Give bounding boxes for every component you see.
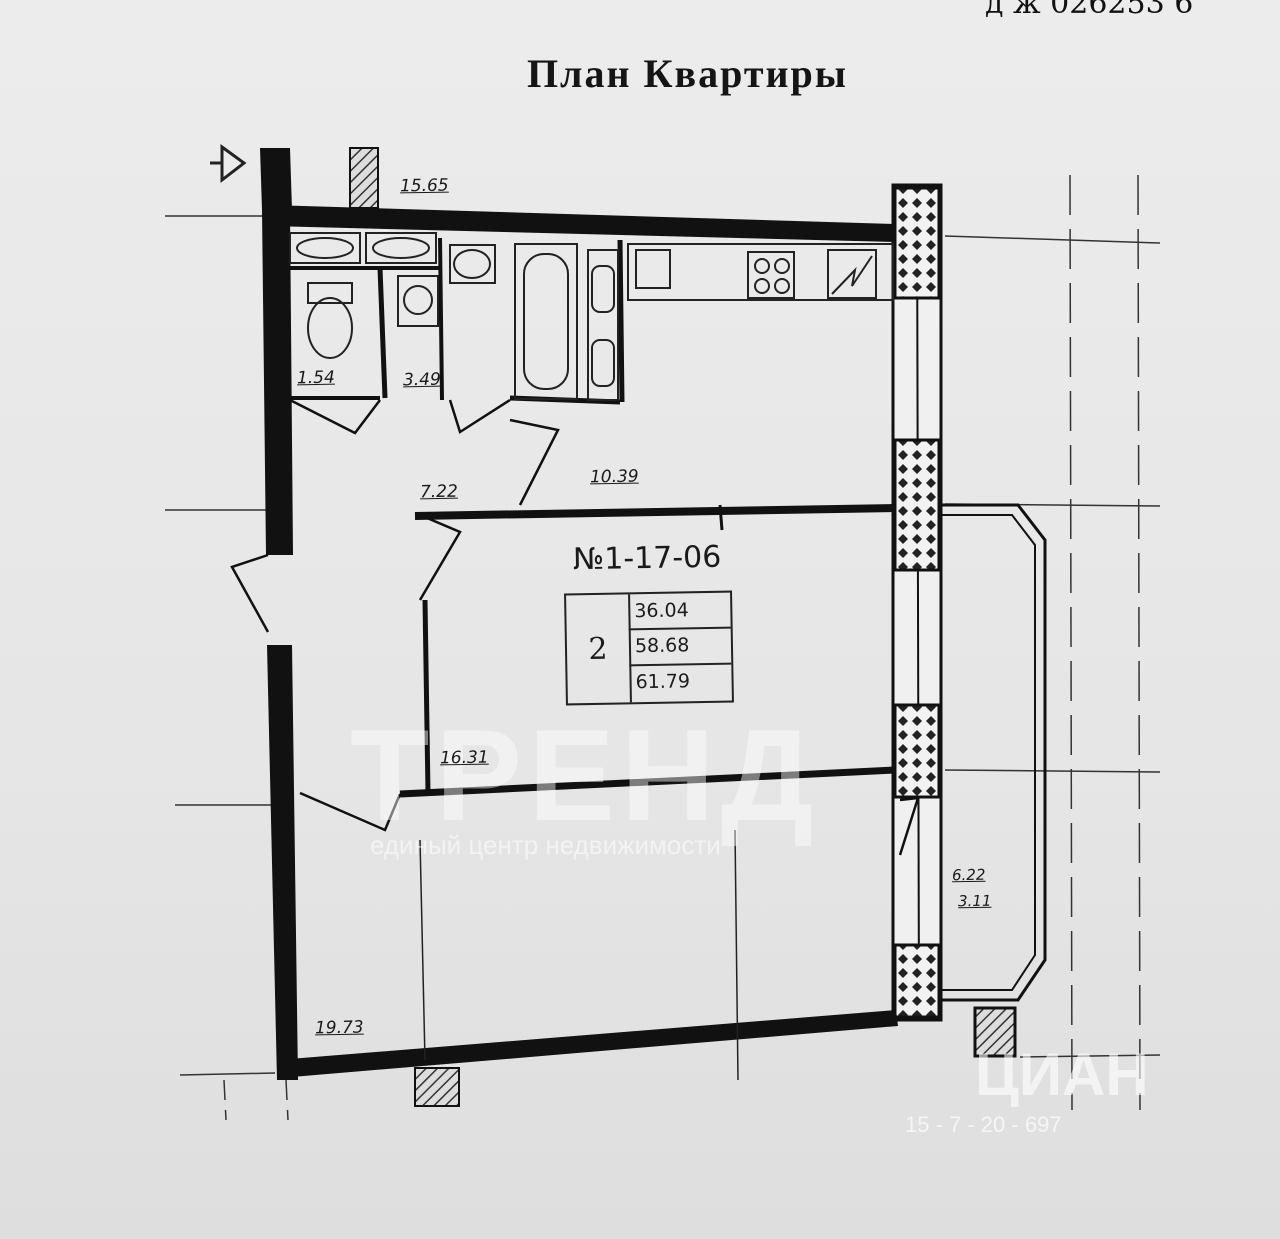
outer-walls (260, 147, 1017, 1107)
axis-lines (165, 174, 1161, 1121)
area-label-kitchen: 10.39 (589, 466, 639, 488)
apartment-total-area-with-balcony: 61.79 (629, 662, 732, 699)
furniture (289, 232, 894, 1081)
apartment-total-area: 58.68 (628, 626, 732, 663)
door-swings (230, 398, 920, 856)
area-label-bathroom: 3.49 (402, 369, 442, 391)
apartment-living-area: 36.04 (634, 599, 689, 623)
apartment-info-table: 2 36.04 58.68 61.79 (564, 590, 734, 706)
area-label-hallway: 7.22 (419, 481, 459, 503)
entry-marker-icon (220, 144, 247, 184)
area-label-room-two: 19.73 (314, 1017, 364, 1039)
area-label-corridor-top: 15.65 (399, 175, 449, 197)
area-label-toilet: 1.54 (296, 367, 336, 389)
header-fragment: д ж 026253 6 (985, 0, 1194, 21)
apartment-number: №1-17-06 (572, 539, 722, 578)
apartment-rooms: 2 (566, 594, 632, 704)
area-label-balcony: 6.22 (951, 865, 986, 885)
balcony-outline (941, 503, 1047, 1002)
area-label-balcony-reduced: 3.11 (957, 891, 992, 911)
page-title: План Квартиры (526, 51, 849, 96)
interior-walls (290, 237, 896, 798)
area-label-room-one: 16.31 (439, 747, 489, 769)
